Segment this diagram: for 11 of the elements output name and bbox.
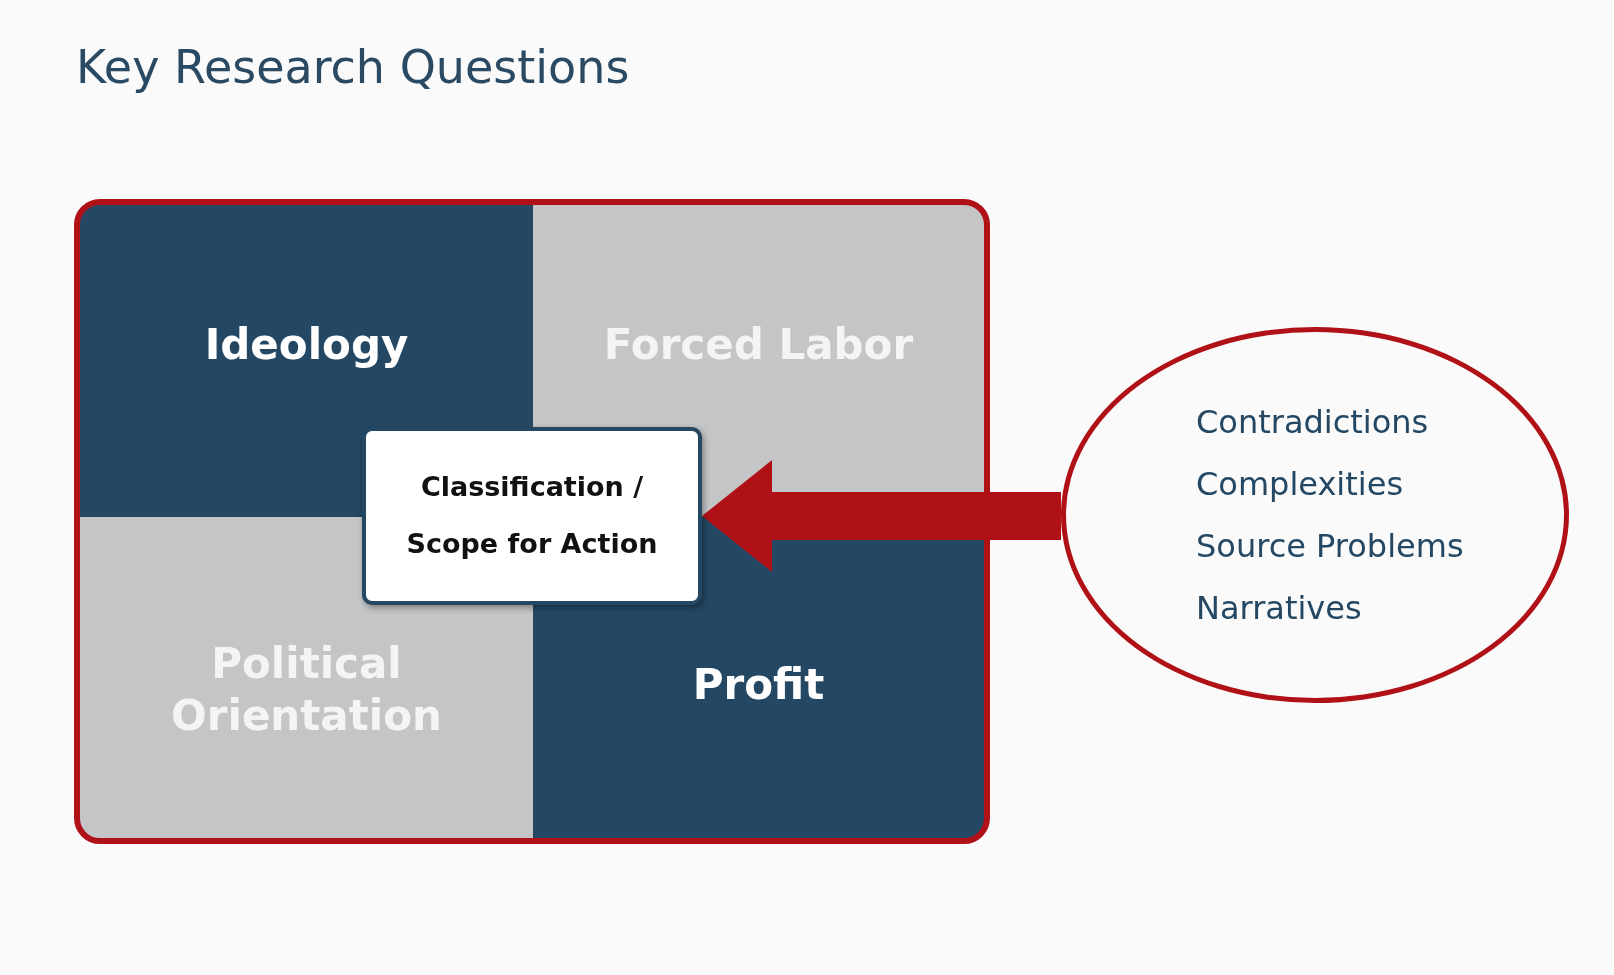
arrow <box>702 460 1061 572</box>
question-text: Source Problems <box>1196 526 1465 567</box>
center-box <box>362 427 702 605</box>
quadrant-label: Ideology <box>110 300 503 390</box>
title: Key Research Questions <box>76 40 630 94</box>
quadrant-label: Profit <box>563 640 954 730</box>
label-text: Classification / Scope for Action <box>405 470 659 561</box>
box-shape <box>74 199 990 844</box>
question-text: Complexities <box>1196 464 1405 505</box>
question-text: Narratives <box>1196 588 1363 629</box>
question-text: Contradictions <box>1196 402 1430 443</box>
